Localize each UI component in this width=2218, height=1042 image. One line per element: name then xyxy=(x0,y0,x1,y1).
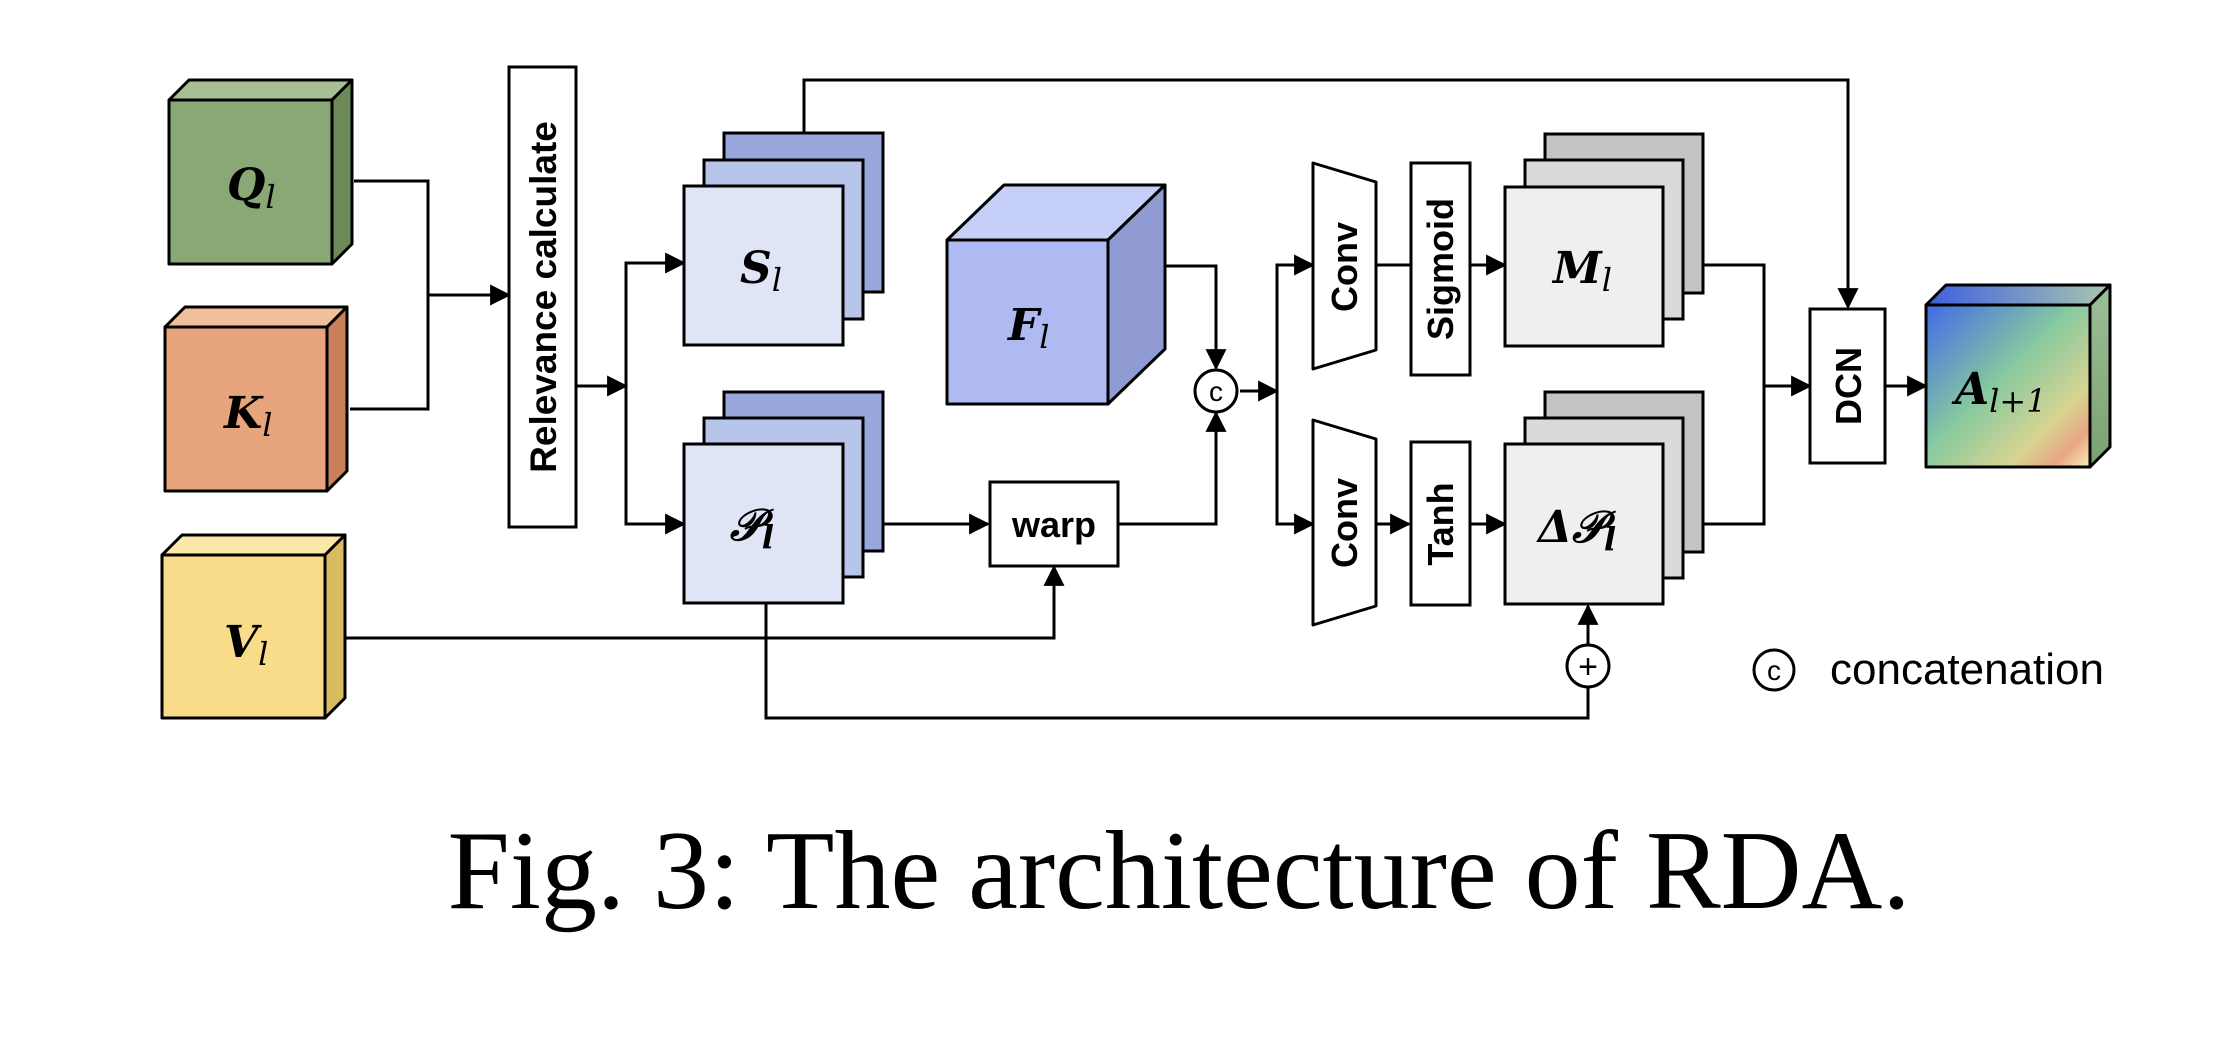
add-symbol xyxy=(1565,643,1611,689)
dcn-label: DCN xyxy=(1828,347,1869,425)
legend-concat-symbol: c xyxy=(1767,655,1781,686)
concat-to-conv-bottom-arrow xyxy=(1275,391,1316,535)
f-label: Fl xyxy=(1006,300,1049,356)
v-input-cube xyxy=(160,533,347,720)
v-label: Vl xyxy=(224,617,268,673)
k-input-cube xyxy=(163,305,349,493)
s-label: Sl xyxy=(740,243,782,299)
conv-top-label: Conv xyxy=(1324,222,1365,312)
q-cube-top xyxy=(167,78,354,102)
p-feature-stack xyxy=(682,390,885,605)
concat-to-conv-top-arrow xyxy=(1275,254,1316,391)
sigmoid-block xyxy=(1409,161,1472,377)
concat-symbol xyxy=(1193,368,1239,414)
f-cube-front xyxy=(945,238,1110,406)
p-stack-front xyxy=(682,442,845,605)
warp-to-concat-arrow xyxy=(1118,410,1227,526)
relevance-calculate-label: Relevance calculate xyxy=(523,121,564,473)
sigmoid-label: Sigmoid xyxy=(1420,198,1461,340)
warp-label: warp xyxy=(1011,504,1096,545)
q-cube-front xyxy=(167,98,334,266)
q-to-relevance-line xyxy=(354,179,430,295)
k-cube-front xyxy=(163,325,329,493)
conv-bottom-label: Conv xyxy=(1324,478,1365,568)
k-label: Kl xyxy=(222,388,272,444)
a-cube-side xyxy=(2088,283,2112,469)
delta-p-label: Δ𝒫l xyxy=(1536,502,1616,558)
tanh-block xyxy=(1409,440,1472,607)
concat-symbol-label: c xyxy=(1209,376,1223,407)
a-label: Al+1 xyxy=(1951,364,2047,420)
conv-top-block xyxy=(1311,161,1378,371)
tanh-label: Tanh xyxy=(1420,482,1461,565)
v-cube-front xyxy=(160,553,327,720)
s-stack-front xyxy=(682,184,845,347)
figure-caption: Fig. 3: The architecture of RDA. xyxy=(448,809,1911,933)
relevance-calculate-block xyxy=(507,65,578,529)
a-cube-top xyxy=(1924,283,2112,307)
v-to-warp-arrow xyxy=(345,564,1065,640)
q-input-cube xyxy=(167,78,354,266)
m-label: Ml xyxy=(1551,243,1612,299)
a-cube-front xyxy=(1924,303,2092,469)
v-cube-top xyxy=(160,533,347,557)
q-cube-side xyxy=(330,78,354,266)
f-feature-cube xyxy=(945,183,1167,406)
split-to-s-arrow xyxy=(624,252,687,386)
f-to-concat-arrow xyxy=(1165,264,1227,371)
delta-p-stack-front xyxy=(1503,442,1665,606)
conv-bottom-block xyxy=(1311,418,1378,627)
q-label: Ql xyxy=(227,160,276,216)
warp-block xyxy=(988,480,1120,568)
k-to-relevance-line xyxy=(350,295,430,411)
p-residual-line xyxy=(764,604,1590,720)
delta-p-feature-stack xyxy=(1503,390,1705,606)
dcn-block xyxy=(1808,307,1887,465)
a-output-cube xyxy=(1924,283,2112,469)
s-to-dcn-arrow xyxy=(802,78,1859,310)
m-feature-stack xyxy=(1503,132,1705,348)
m-to-dcn-line xyxy=(1703,263,1766,386)
add-symbol-label: + xyxy=(1578,648,1598,686)
legend-concat-text: concatenation xyxy=(1830,645,2104,694)
legend-concat-icon xyxy=(1752,648,1796,692)
p-label: 𝒫l xyxy=(730,500,774,556)
m-stack-front xyxy=(1503,185,1665,348)
s-feature-stack xyxy=(682,131,885,347)
split-to-p-arrow xyxy=(624,386,687,535)
k-cube-top xyxy=(163,305,349,329)
dp-to-dcn-line xyxy=(1703,386,1766,526)
k-cube-side xyxy=(325,305,349,493)
v-cube-side xyxy=(323,533,347,720)
